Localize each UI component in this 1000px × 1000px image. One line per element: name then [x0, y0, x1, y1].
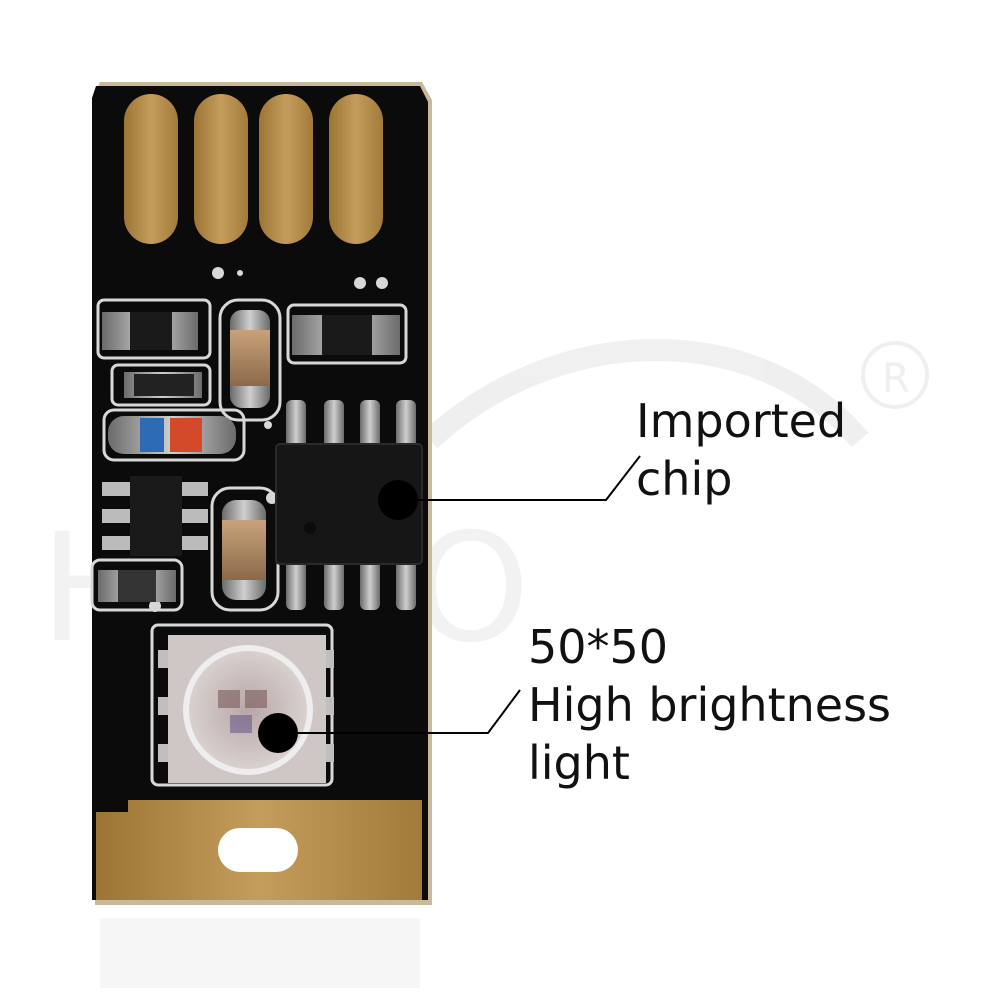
led-label-line3: light: [528, 736, 630, 790]
usb-contacts: [124, 94, 383, 244]
chip-label: Imported chip: [636, 392, 846, 508]
led-label-line2: High brightness: [528, 678, 892, 732]
chip-label-line1: Imported: [636, 394, 847, 448]
smd-components: [98, 310, 400, 602]
led-label: 50*50 High brightness light: [528, 618, 891, 792]
chip-label-line2: chip: [636, 452, 733, 506]
led-label-line1: 50*50: [528, 620, 669, 674]
transistor: [102, 476, 208, 556]
imported-chip: [275, 400, 423, 610]
chip-callout: [378, 455, 641, 520]
usb-led-board: [90, 82, 432, 905]
5050-led: [158, 635, 334, 783]
mounting-tab: [96, 800, 422, 900]
board-reflection: [100, 918, 420, 988]
led-callout: [258, 689, 521, 753]
svg-text:R: R: [882, 356, 910, 402]
